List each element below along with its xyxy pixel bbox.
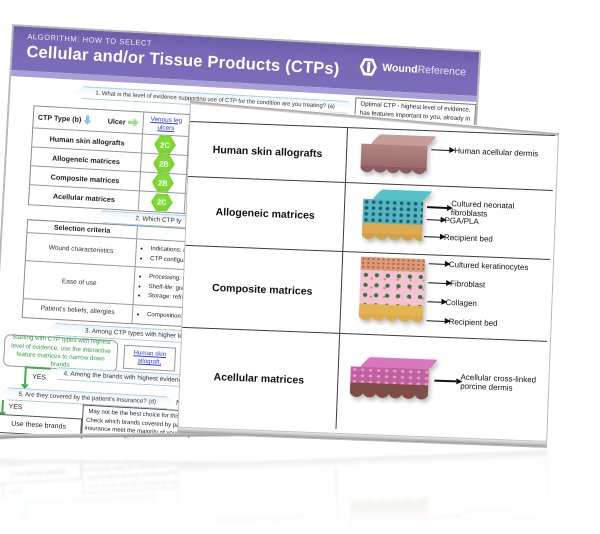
annotation-arrow-icon [427,219,441,221]
ctp-type-label: Allogeneic matrices [185,177,345,251]
annotation-arrow-icon [424,236,440,238]
venous-leg-ulcers-link[interactable]: Venous leg ulcers [150,115,183,132]
ctp-row-label: Allogeneic matrices [51,152,121,166]
ctp-type-label: Acellular matrices [179,328,341,429]
composite-matrix-illustration [359,257,425,324]
annotation: Human acellular dermis [431,145,539,158]
allogeneic-matrix-illustration [362,189,424,243]
table-row: Acellular matrices Acellular cross-linke… [179,328,547,437]
ctp-type-header: CTP Type (b) [37,112,82,125]
table-row: Composite matrices Cultured keratinocyte… [182,246,550,342]
annotation-arrow-icon [427,207,447,209]
evidence-grade-badge: 2B [151,173,174,192]
annotation-arrow-icon [428,282,446,284]
criteria-row-label: Ease of use [24,261,136,305]
ctp-type-label: Human skin allografts [188,122,348,182]
evidence-grade-badge: 2B [152,154,175,173]
page-reflection: ALGORITHM: HOW TO SELECT Cellular and/or… [0,449,600,534]
yes-arrow-icon [24,366,27,384]
annotation-arrow-icon [431,149,449,151]
matrix-illustration-table: Human skin allografts Human acellular de… [179,121,555,437]
annotation-arrow-icon [427,320,445,322]
annotation: Fibroblast [428,278,485,289]
annotation: Recipient bed [424,232,493,244]
annotation-arrow-icon [434,380,456,382]
evidence-grade-badge: 2C [150,193,173,212]
yes-label: YES [8,403,23,412]
ctp-row-label: Acellular matrices [52,191,116,205]
annotation: Acellular cross-linked porcine dermis [434,372,561,395]
annotation-arrow-icon [429,263,445,265]
brand-logo: WoundReference [359,57,467,81]
illustration-page: Human skin allografts Human acellular de… [177,100,560,448]
brand-name-bold: Wound [381,61,418,76]
annotation-arrow-icon [427,301,441,303]
yes-arrow-icon [1,400,4,412]
ctp-row-label: Composite matrices [50,171,120,185]
annotation: PGA/PLA [426,215,479,226]
evidence-grade-badge: 2C [154,135,177,154]
ulcer-header: Ulcer [107,116,126,127]
ulcer-arrow-icon [127,118,138,128]
brand-name-light: Reference [417,63,467,79]
porcine-dermis-illustration [350,356,430,401]
ctp-row-label: Human skin allografts [49,133,125,147]
annotation: Collagen [427,297,477,308]
tip-box: Starting with CTP types with highest lev… [3,334,119,372]
yes-connector-line [25,366,51,369]
human-skin-allograft-link[interactable]: Human skin allograft, [123,345,176,372]
ctp-type-label: Composite matrices [182,246,343,333]
human-acellular-dermis-illustration [360,134,427,177]
annotation: Recipient bed [427,316,498,328]
insurance-warning-box: May not be the best choice for this c Ch… [81,405,191,447]
yes-label: YES [32,373,47,382]
annotation: Cultured keratinocytes [429,259,529,272]
woundreference-logo-icon [359,57,378,76]
ctp-type-arrow-icon [83,115,92,125]
brand-name: WoundReference [382,62,466,79]
